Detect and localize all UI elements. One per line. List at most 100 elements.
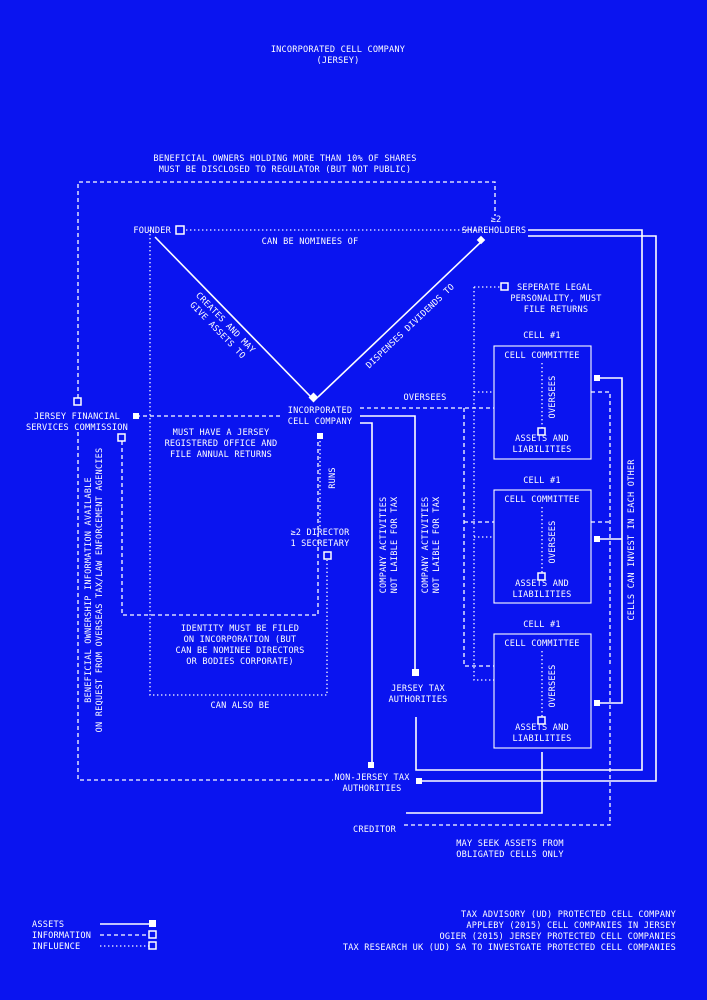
shareholders-label: SHAREHOLDERS <box>462 226 527 236</box>
identity-note-line-1: IDENTITY MUST BE FILED <box>181 624 299 634</box>
cell-investment-dashed-bus <box>591 391 611 667</box>
non-jersey-tax-label-line-2: AUTHORITIES <box>342 784 401 794</box>
legend-information-label: INFORMATION <box>32 931 91 941</box>
cell-3-oversees-label: OVERSEES <box>548 665 558 708</box>
dividends-line <box>317 240 483 398</box>
cell-3-assets-line-1: ASSETS AND <box>515 723 569 733</box>
bo-info-label: BENEFICIAL OWNERSHIP INFORMATION AVAILAB… <box>84 448 105 733</box>
dispenses-label: DISPENSES DIVIDENDS TO <box>364 282 457 371</box>
icc-non-jersey-tax-line <box>360 422 373 764</box>
jfsc-node-icon <box>73 397 82 406</box>
source-2: APPLEBY (2015) CELL COMPANIES IN JERSEY <box>466 921 676 931</box>
jfsc-label-line-1: JERSEY FINANCIAL <box>34 412 120 422</box>
cell-2-invest-node-icon <box>594 536 600 542</box>
beneficial-owners-note-line-1: BENEFICIAL OWNERS HOLDING MORE THAN 10% … <box>153 154 416 164</box>
legend-influence-marker-icon <box>148 941 157 950</box>
directors-label-line-1: ≥2 DIRECTOR <box>290 528 350 538</box>
cell-2: CELL #1 CELL COMMITTEE OVERSEES ASSETS A… <box>493 476 592 604</box>
creditor-claim-link <box>404 667 611 826</box>
cell-1-oversees-label: OVERSEES <box>548 376 558 419</box>
source-4: TAX RESEARCH UK (UD) SA TO INVESTGATE PR… <box>343 943 676 953</box>
legend-information-marker-icon <box>148 930 157 939</box>
not-liable-label-1: COMPANY ACTIVITIES NOT LAIBLE FOR TAX <box>379 496 400 593</box>
cell-2-box <box>493 489 592 604</box>
legend: ASSETS INFORMATION INFLUENCE <box>32 920 157 952</box>
jfsc-label-line-2: SERVICES COMMISSION <box>26 423 128 433</box>
cell-1-invest-node-icon <box>594 375 600 381</box>
runs-label: RUNS <box>328 467 338 489</box>
cell-1-committee: CELL COMMITTEE <box>504 351 579 361</box>
shareholders-node-icon <box>476 235 486 245</box>
oversees-main-label: OVERSEES <box>404 393 447 403</box>
seek-assets-line-2: OBLIGATED CELLS ONLY <box>456 850 564 860</box>
cell-2-assets-node <box>537 572 546 581</box>
jersey-tax-label-line-2: AUTHORITIES <box>388 695 447 705</box>
cell-3-invest-node-icon <box>594 700 600 706</box>
overseas-request-link <box>77 432 333 781</box>
not-liable-2-line-1: COMPANY ACTIVITIES <box>421 497 431 594</box>
not-liable-1-line-2: NOT LAIBLE FOR TAX <box>390 496 400 593</box>
cell-2-oversees-label: OVERSEES <box>548 521 558 564</box>
shareholders-jersey-tax-line <box>415 229 643 771</box>
seek-assets-line-1: MAY SEEK ASSETS FROM <box>456 839 563 849</box>
not-liable-2-line-2: NOT LAIBLE FOR TAX <box>432 496 442 593</box>
non-jersey-tax-side-node-icon <box>416 778 422 784</box>
cell-1-box <box>493 345 592 460</box>
title-line-2: (JERSEY) <box>317 56 360 66</box>
sources: TAX ADVISORY (UD) PROTECTED CELL COMPANY… <box>343 910 677 953</box>
directors-node-icon <box>323 551 332 560</box>
cell-3-assets-node <box>537 716 546 725</box>
cell-1: CELL #1 CELL COMMITTEE OVERSEES ASSETS A… <box>493 331 592 460</box>
separate-personality-line-2: PERSONALITY, MUST <box>510 294 601 304</box>
directors-runs-node-icon <box>317 433 323 439</box>
creditor-assets-line <box>406 752 543 814</box>
nominees-label: CAN BE NOMINEES OF <box>262 237 359 247</box>
identity-note-line-2: ON INCORPORATION (BUT <box>184 635 297 645</box>
bo-info-line-1: BENEFICIAL OWNERSHIP INFORMATION AVAILAB… <box>84 477 94 703</box>
legend-assets-marker-icon <box>149 920 156 927</box>
beneficial-owners-note-line-2: MUST BE DISCLOSED TO REGULATOR (BUT NOT … <box>159 165 412 175</box>
identity-filing-link <box>121 441 319 616</box>
separate-personality-line-3: FILE RETURNS <box>524 305 589 315</box>
cell-2-label: CELL #1 <box>523 476 561 486</box>
source-1: TAX ADVISORY (UD) PROTECTED CELL COMPANY <box>461 910 677 920</box>
bo-info-line-2: ON REQUEST FROM OVERSEAS TAX/LAW ENFORCE… <box>95 448 105 733</box>
shareholders-prefix: ≥2 <box>491 215 502 225</box>
jfsc-identity-node-icon <box>117 433 126 442</box>
cell-oversight-dashed-bus <box>463 408 494 667</box>
not-liable-label-2: COMPANY ACTIVITIES NOT LAIBLE FOR TAX <box>421 496 442 593</box>
registered-office-line-2: REGISTERED OFFICE AND <box>165 439 278 449</box>
identity-note-line-3: CAN BE NOMINEE DIRECTORS <box>176 646 305 656</box>
icc-label-line-1: INCORPORATED <box>288 406 353 416</box>
cells-invest-label: CELLS CAN INVEST IN EACH OTHER <box>627 459 637 621</box>
cell-3-box <box>493 633 592 749</box>
source-3: OGIER (2015) JERSEY PROTECTED CELL COMPA… <box>440 932 676 942</box>
cell-1-assets-line-1: ASSETS AND <box>515 434 569 444</box>
icc-jersey-tax-line <box>360 415 416 672</box>
directors-label-line-2: 1 SECRETARY <box>290 539 350 549</box>
cell-2-assets-line-2: LIABILITIES <box>512 590 571 600</box>
icc-node-icon <box>308 392 319 403</box>
founder-node-icon <box>175 225 185 235</box>
jfsc-arrow-icon <box>133 413 139 419</box>
cell-1-label: CELL #1 <box>523 331 561 341</box>
non-jersey-tax-top-node-icon <box>368 762 374 768</box>
founder-label: FOUNDER <box>133 226 171 236</box>
legend-assets-label: ASSETS <box>32 920 64 930</box>
cell-1-assets-line-2: LIABILITIES <box>512 445 571 455</box>
separate-personality-node-icon <box>500 282 509 291</box>
creditor-label: CREDITOR <box>353 825 397 835</box>
jersey-tax-node-icon <box>412 669 419 676</box>
separate-personality-line-1: SEPERATE LEGAL <box>517 283 592 293</box>
cell-3-label: CELL #1 <box>523 620 561 630</box>
separate-personality-bus <box>473 287 494 681</box>
beneficial-disclosure-link <box>77 181 496 398</box>
cell-3-committee: CELL COMMITTEE <box>504 639 579 649</box>
registered-office-line-3: FILE ANNUAL RETURNS <box>170 450 272 460</box>
jersey-tax-label-line-1: JERSEY TAX <box>391 684 445 694</box>
can-also-be-link <box>149 230 328 696</box>
can-also-be-label: CAN ALSO BE <box>210 701 269 711</box>
legend-influence-label: INFLUENCE <box>32 942 80 952</box>
